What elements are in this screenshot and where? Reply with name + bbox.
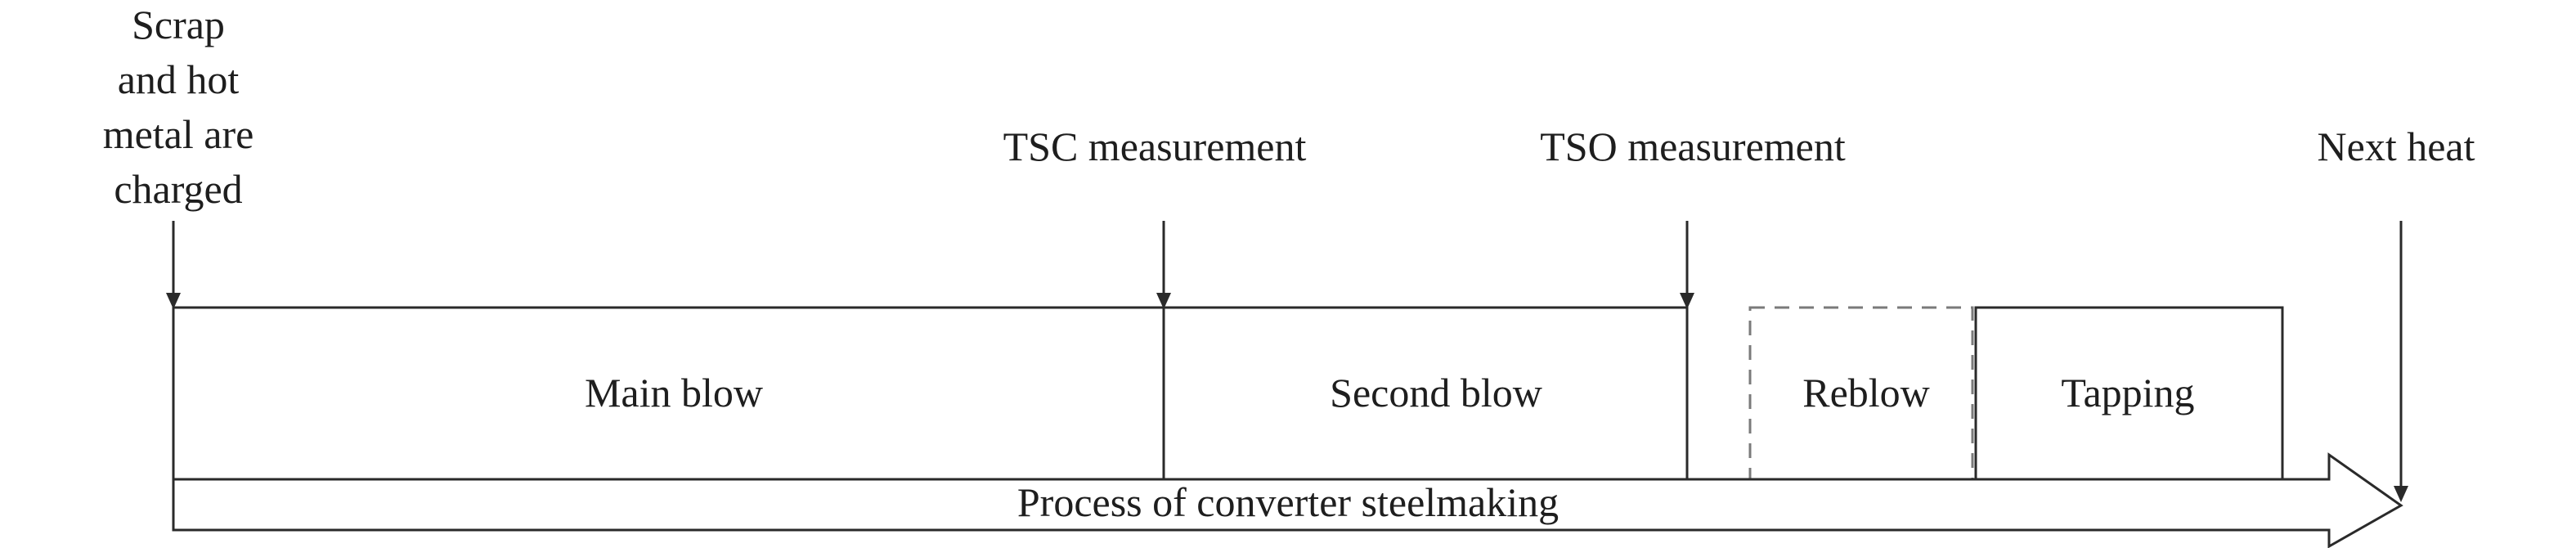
tapping-label: Tapping (2061, 370, 2194, 415)
tso-measurement-label: TSO measurement (1540, 124, 1846, 169)
tso-arrow (1680, 221, 1694, 309)
charge-label-line-4: charged (114, 166, 242, 212)
charge-arrow (166, 221, 181, 309)
process-arrow (172, 452, 2403, 548)
charge-label-line-3: metal are (103, 111, 254, 157)
charge-label-line-1: Scrap (132, 2, 225, 47)
main-blow-label: Main blow (585, 370, 763, 415)
reblow-label: Reblow (1802, 370, 1930, 415)
charge-label-line-2: and hot (118, 56, 240, 102)
next-heat-label: Next heat (2318, 124, 2475, 169)
tsc-measurement-label: TSC measurement (1003, 124, 1307, 169)
second-blow-label: Second blow (1330, 370, 1542, 415)
next-heat-arrow (2394, 221, 2408, 502)
process-label: Process of converter steelmaking (1017, 479, 1559, 525)
tsc-arrow (1156, 221, 1171, 309)
